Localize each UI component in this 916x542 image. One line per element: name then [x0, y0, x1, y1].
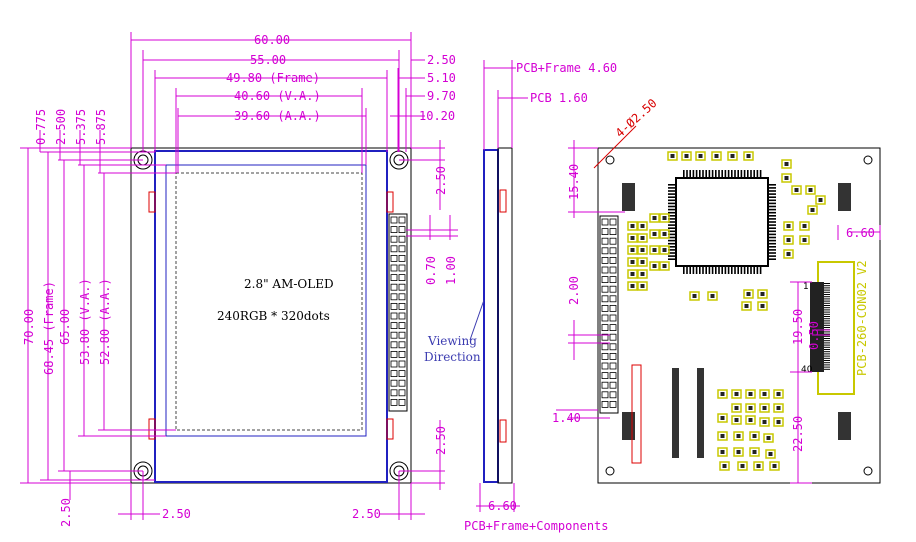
dim-width-55: 55.00	[250, 53, 286, 67]
bottom-dimensions	[60, 471, 425, 520]
back-dim-2-00: 2.00	[567, 276, 581, 305]
dim-0-775: 0.775	[34, 109, 48, 145]
side-pcb	[497, 147, 513, 484]
smd-components	[627, 151, 826, 471]
dim-pin-1-00: 1.00	[444, 256, 458, 285]
fpc-connector	[810, 282, 824, 372]
dim-frame-width: 49.80 (Frame)	[226, 71, 320, 85]
dim-r-9-70: 9.70	[427, 89, 456, 103]
red-strip	[631, 364, 642, 464]
side-clip	[499, 189, 507, 213]
frame-clip	[386, 191, 394, 213]
side-frame	[483, 149, 499, 483]
dim-r-10-20: 10.20	[419, 109, 455, 123]
top-dimensions	[130, 32, 425, 173]
dim-bottom-right-2-50-h: 2.50	[352, 507, 381, 521]
display-size-label: 2.8" AM-OLED	[244, 277, 334, 291]
dim-right-bottom-2-50: 2.50	[434, 426, 448, 455]
back-mounting-holes	[605, 155, 873, 476]
back-pcb-outline	[597, 147, 881, 484]
dim-r-2-50: 2.50	[427, 53, 456, 67]
dim-width-60: 60.00	[254, 33, 290, 47]
front-right-dimensions	[399, 140, 458, 490]
display-resolution-label: 240RGB * 320dots	[217, 309, 330, 323]
side-view: PCB+Frame 4.60 PCB 1.60 Viewing Directio…	[424, 60, 617, 533]
back-dim-0-50: 0.50	[807, 321, 821, 350]
side-pcb-dim: PCB 1.60	[530, 91, 588, 105]
side-total-dim: 6.60	[488, 499, 517, 513]
back-clip	[622, 412, 635, 440]
front-view: 2.8" AM-OLED 240RGB * 320dots	[130, 147, 412, 484]
pin-header	[388, 213, 408, 412]
dim-bottom-left-2-50-h: 2.50	[162, 507, 191, 521]
dim-bottom-left-2-50-v: 2.50	[59, 498, 73, 527]
long-connector-1	[672, 368, 679, 458]
back-clip	[838, 183, 851, 211]
back-dim-22-50: 22.50	[791, 416, 805, 452]
dim-right-2-50: 2.50	[434, 166, 448, 195]
active-area	[175, 172, 363, 431]
dim-2-500: 2.500	[54, 109, 68, 145]
dim-aa-height: 52.80 (A.A.)	[98, 278, 112, 365]
frame-clip	[148, 418, 156, 440]
back-pin-header	[599, 215, 619, 414]
back-clip	[838, 412, 851, 440]
hole-leader	[593, 125, 637, 169]
long-connector-2	[697, 368, 704, 458]
dim-5-875: 5.875	[94, 109, 108, 145]
qfp-chip	[675, 177, 769, 267]
frame-outline	[154, 150, 388, 483]
side-clip	[499, 419, 507, 443]
back-dim-6-60: 6.60	[846, 226, 875, 240]
viewing-direction-line1: Viewing	[427, 334, 477, 348]
back-view: PCB-260-CON02 V2 1 40	[597, 147, 881, 484]
dim-aa-width: 39.60 (A.A.)	[234, 109, 321, 123]
dim-pin-0-70: 0.70	[424, 256, 438, 285]
viewing-direction-line2: Direction	[424, 350, 481, 364]
dim-r-5-10: 5.10	[427, 71, 456, 85]
pin-1-label: 1	[803, 282, 809, 292]
dim-frame-height: 68.45 (Frame)	[42, 281, 56, 375]
frame-clip	[148, 191, 156, 213]
hole-callout: 4-Ø2.50	[613, 96, 660, 140]
dim-height-70: 70.00	[22, 309, 36, 345]
back-dimensions	[556, 140, 881, 484]
dim-5-375: 5.375	[74, 109, 88, 145]
side-pcb-frame-dim: PCB+Frame 4.60	[516, 61, 617, 75]
back-clip	[622, 183, 635, 211]
dim-va-height: 53.80 (V.A.)	[78, 278, 92, 365]
back-dim-15-40: 15.40	[567, 164, 581, 200]
board-name: PCB-260-CON02 V2	[855, 260, 869, 376]
dim-va-width: 40.60 (V.A.)	[234, 89, 321, 103]
fpc-pins	[824, 283, 830, 370]
back-dim-19-50: 19.50	[791, 309, 805, 345]
pin-40-label: 40	[801, 365, 813, 375]
qfp-pins	[668, 170, 776, 274]
frame-clip	[386, 418, 394, 440]
back-dim-1-40: 1.40	[552, 411, 581, 425]
dim-height-65: 65.00	[58, 309, 72, 345]
viewing-area	[165, 164, 367, 437]
side-total-label: PCB+Frame+Components	[464, 519, 609, 533]
